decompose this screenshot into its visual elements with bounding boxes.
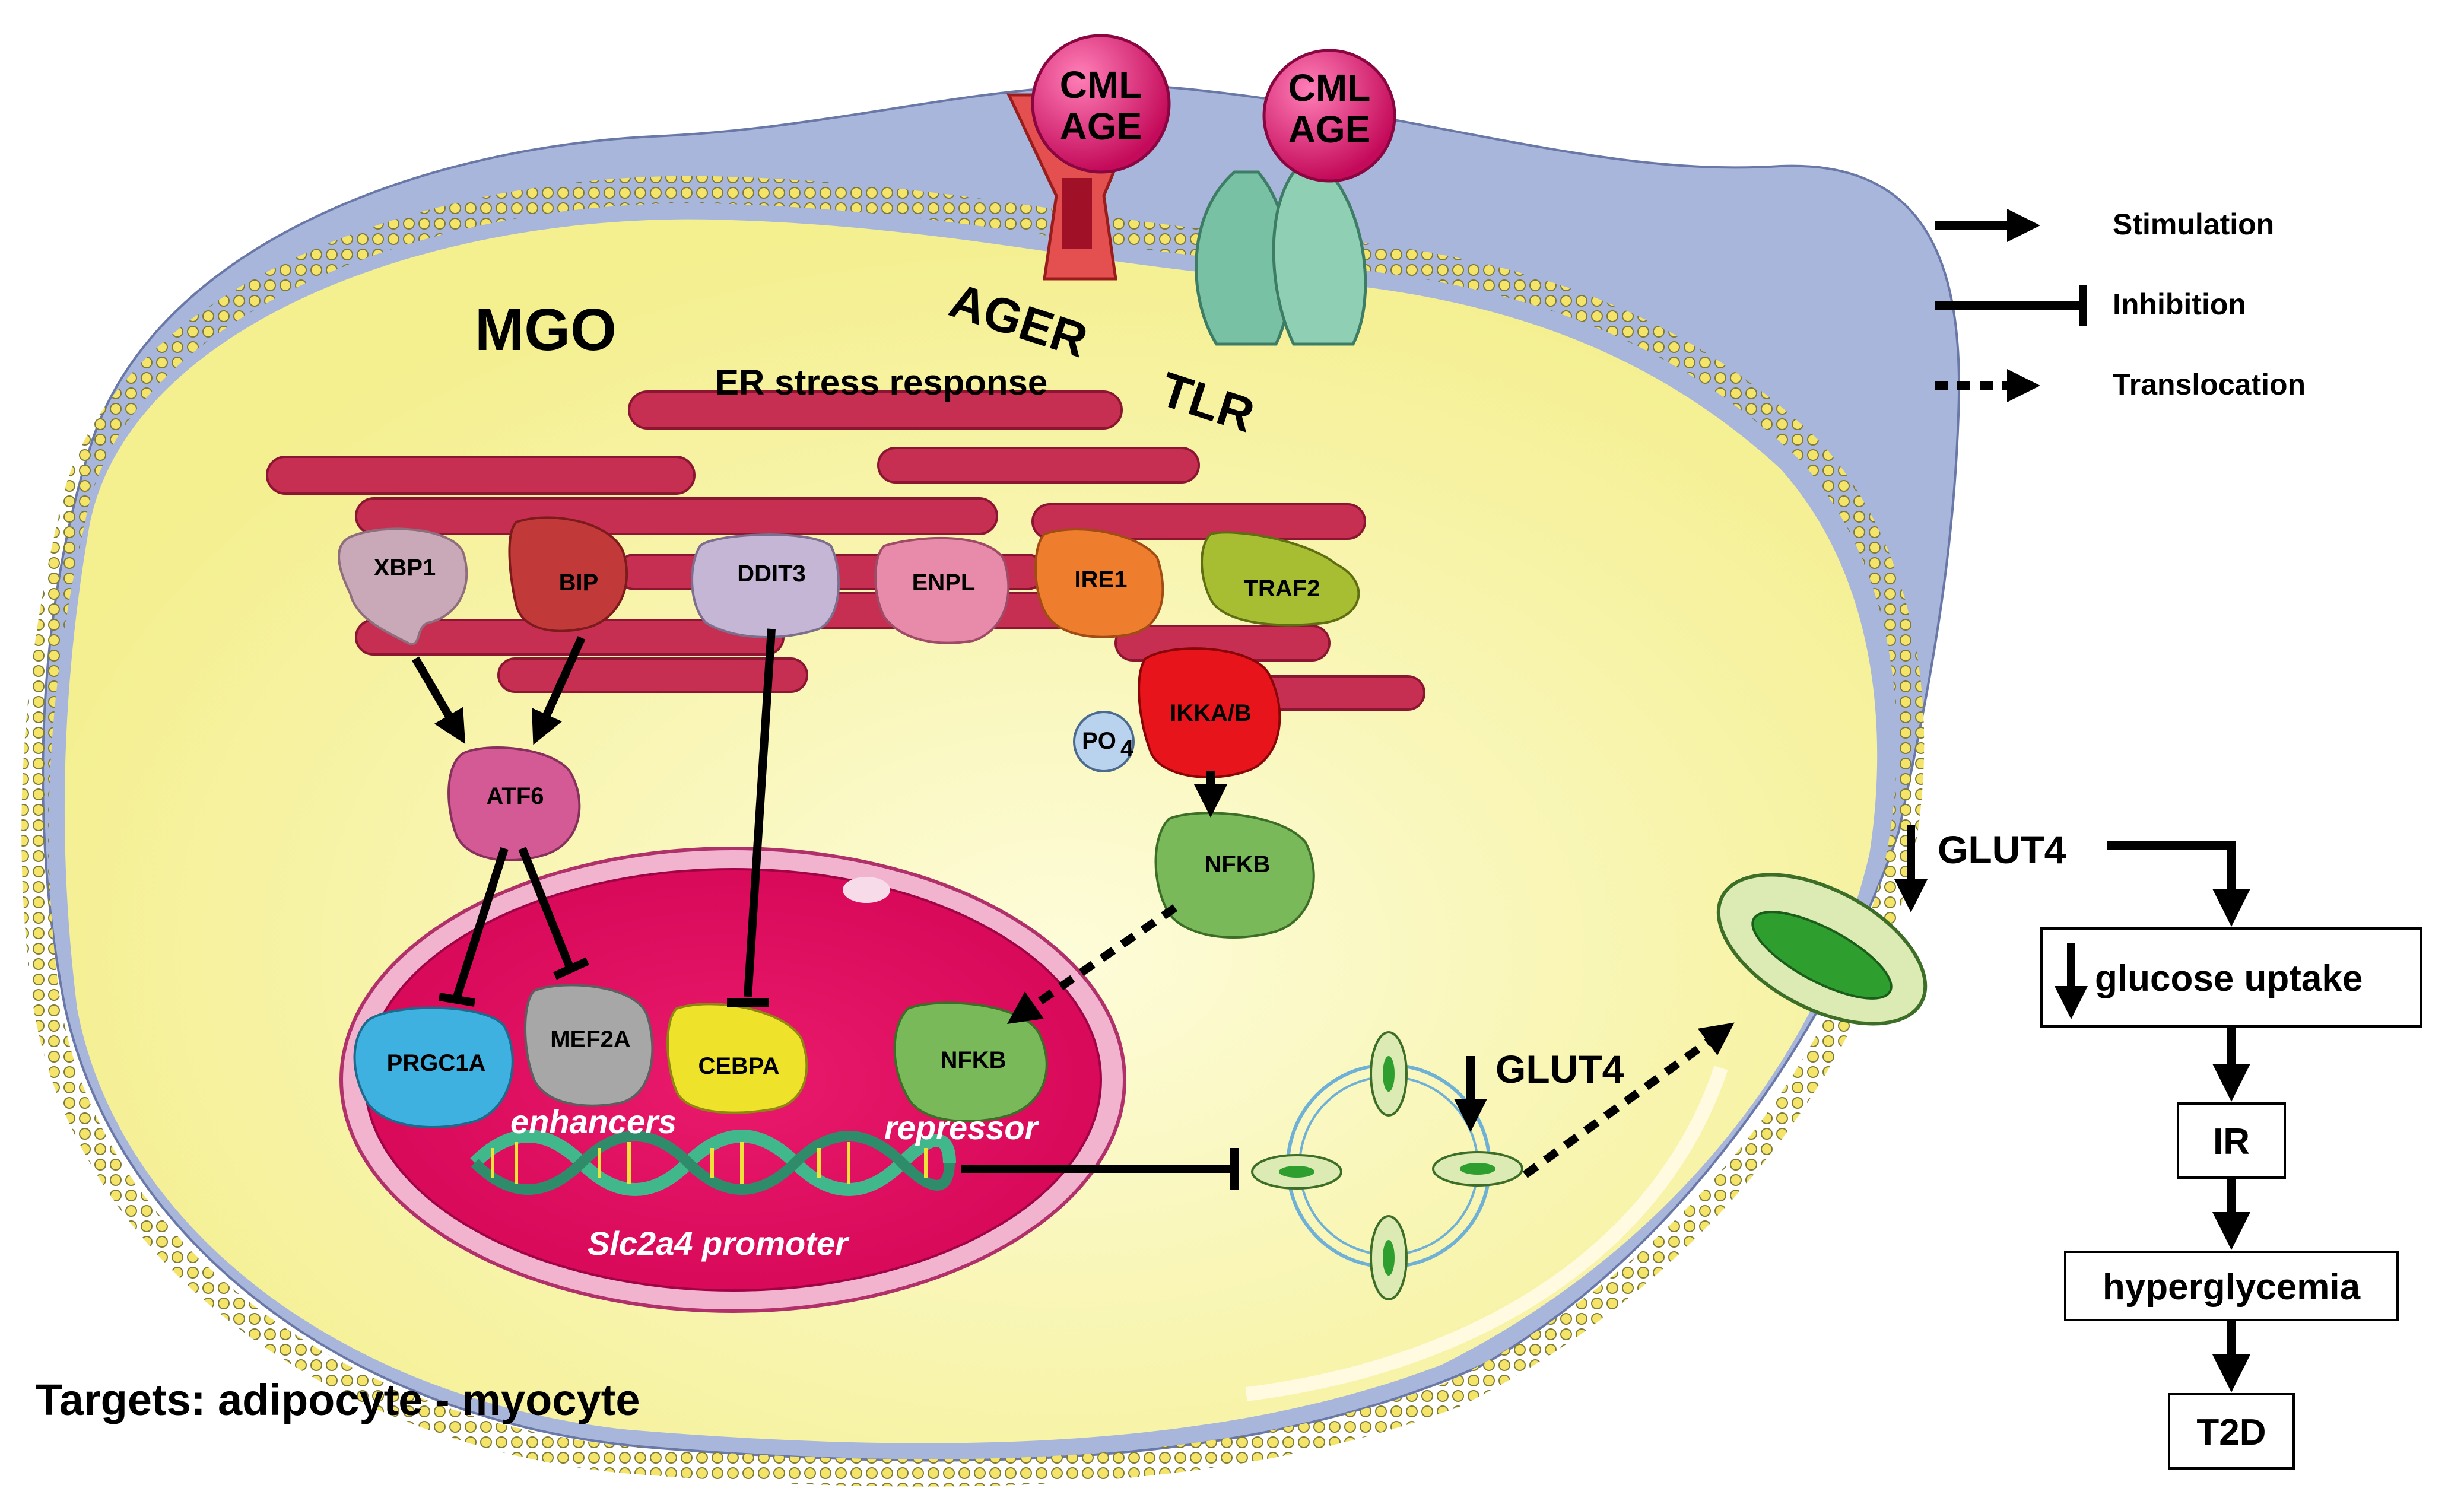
promoter-label: Slc2a4 promoter: [588, 1225, 850, 1262]
age-label-2: AGE: [1288, 108, 1371, 151]
text-label: DDIT3: [737, 561, 806, 587]
protein-ire1: IRE1: [1034, 528, 1164, 638]
text-label: NFKB: [940, 1047, 1006, 1073]
text-label: NFKB: [1204, 851, 1270, 877]
phosphate-po4: PO 4: [1073, 711, 1135, 772]
text-label: BIP: [559, 570, 599, 596]
cml-label-1: CML: [1060, 63, 1142, 106]
enhancers-label: enhancers: [510, 1103, 677, 1140]
text-label: MEF2A: [550, 1026, 631, 1052]
cml-label-2: CML: [1288, 66, 1371, 109]
protein-nfkb-cytoplasm: NFKB: [1154, 812, 1315, 939]
protein-atf6: ATF6: [447, 746, 581, 861]
legend-translocation: Translocation: [2113, 368, 2306, 401]
protein-ikka-b: IKKA/B: [1138, 647, 1281, 778]
text-label: ENPL: [912, 570, 976, 596]
hyperglycemia-box: hyperglycemia: [2103, 1267, 2361, 1308]
text-label: PO: [1082, 728, 1116, 754]
legend: Stimulation Inhibition Translocation: [1935, 208, 2306, 402]
glut4-vesicle: [1251, 1031, 1523, 1300]
targets-label: Targets: adipocyte - myocyte: [36, 1375, 640, 1424]
tlr-receptor: [1195, 170, 1367, 346]
ligand-cml-age-1: CML AGE: [1031, 34, 1171, 174]
protein-enpl: ENPL: [874, 536, 1010, 644]
translocation-arrows: [1006, 904, 1735, 1178]
t2d-box: T2D: [2196, 1412, 2266, 1453]
glut4-membrane-label: GLUT4: [1938, 828, 2066, 872]
glucose-uptake-box: glucose uptake: [2095, 958, 2363, 999]
text-label: PRGC1A: [387, 1050, 486, 1076]
legend-stimulation: Stimulation: [2113, 208, 2274, 241]
dna-helix: [470, 1130, 956, 1196]
text-label: ATF6: [486, 783, 544, 809]
protein-xbp1: XBP1: [338, 527, 468, 645]
glut4-membrane-transporter: [1716, 873, 1928, 1026]
protein-cebpa: CEBPA: [666, 1003, 808, 1114]
protein-bip: BIP: [508, 516, 628, 632]
text-label: IKKA/B: [1170, 700, 1252, 726]
legend-inhibition: Inhibition: [2113, 288, 2246, 321]
glut4-vesicle-label: GLUT4: [1495, 1047, 1624, 1091]
repressor-label: repressor: [884, 1109, 1040, 1146]
protein-ddit3: DDIT3: [691, 533, 840, 638]
pathway-arrows: [411, 628, 1239, 1190]
text-label: XBP1: [374, 555, 436, 581]
ligand-cml-age-2: CML AGE: [1262, 49, 1396, 183]
text-label: 4: [1120, 736, 1134, 762]
outcome-flow: glucose uptake IR hyperglycemia T2D: [2040, 841, 2422, 1470]
er-stress-label: ER stress response: [715, 362, 1047, 402]
ir-box: IR: [2213, 1121, 2250, 1162]
protein-traf2: TRAF2: [1201, 531, 1360, 627]
text-label: TRAF2: [1244, 575, 1320, 602]
protein-prgc1a: PRGC1A: [353, 1006, 514, 1128]
protein-mef2a: MEF2A: [524, 984, 654, 1107]
text-label: CEBPA: [698, 1053, 779, 1079]
protein-nfkb-nucleus: NFKB: [893, 1001, 1048, 1122]
text-label: IRE1: [1075, 567, 1128, 593]
mgo-label: MGO: [475, 297, 617, 363]
age-label-1: AGE: [1060, 105, 1142, 148]
